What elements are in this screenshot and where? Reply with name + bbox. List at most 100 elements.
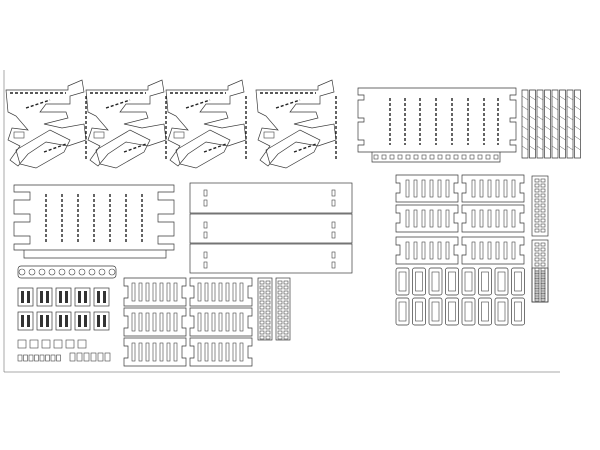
fin-notch <box>574 145 581 151</box>
mid-frame-slot <box>225 342 230 362</box>
panel-dash-mid <box>275 99 301 109</box>
chain-hole <box>108 268 116 276</box>
small-part-slot <box>65 291 68 303</box>
frame-tooth <box>429 154 435 160</box>
small-frame-slot <box>429 241 434 260</box>
fin-notch <box>566 135 574 141</box>
small-part-slot <box>78 315 81 327</box>
frame-tooth <box>445 154 451 160</box>
strip-hole <box>534 208 540 213</box>
small-frame-slot <box>421 209 426 228</box>
top-right-frame <box>357 87 517 163</box>
mid-frame-slot <box>138 342 143 362</box>
strip-hole <box>534 218 540 223</box>
cell-outline <box>428 267 443 296</box>
bottom-tab <box>69 352 76 362</box>
small-part <box>36 287 53 307</box>
mid-frame-slot <box>131 342 136 362</box>
strip-hole <box>534 295 540 300</box>
fin-notch <box>551 125 559 131</box>
bottom-block <box>29 339 39 349</box>
strip-hole <box>540 272 546 277</box>
small-frame <box>461 236 525 265</box>
mid-frame-slot <box>218 342 223 362</box>
small-frame-slot <box>471 241 476 260</box>
strip-hole <box>283 325 289 330</box>
strip-hole <box>534 242 540 247</box>
small-frame-slot <box>503 209 508 228</box>
panel-dash-low <box>203 143 227 153</box>
fin <box>529 89 536 159</box>
bottom-mid-frames <box>123 277 253 367</box>
mid-frame-slot <box>204 312 209 332</box>
small-part-slot <box>21 291 24 303</box>
mid-frame-outline <box>123 307 187 337</box>
strip-hole <box>265 315 271 320</box>
fin-notch <box>529 115 536 121</box>
panel-notch <box>93 131 105 139</box>
mid-frame-slot <box>239 282 244 302</box>
strip-hole <box>265 330 271 335</box>
panel-1 <box>5 79 87 169</box>
strip-hole <box>534 257 540 262</box>
cell-outline <box>428 297 443 326</box>
fin-notch <box>559 95 566 101</box>
cell <box>445 297 459 326</box>
board-slot <box>203 261 208 269</box>
strip-hole <box>277 305 283 310</box>
small-frame <box>461 174 525 203</box>
cell <box>478 267 492 296</box>
frame-tooth <box>397 154 403 160</box>
bottom-left-parts <box>17 265 117 362</box>
strip-hole <box>259 285 265 290</box>
small-part-slot <box>21 315 24 327</box>
strip-hole <box>283 305 289 310</box>
mid-frame-slot <box>159 282 164 302</box>
board-slot <box>331 231 336 239</box>
small-part-slot <box>40 291 43 303</box>
mid-frame-slot <box>152 312 157 332</box>
fin-notch <box>566 125 574 131</box>
strip-hole <box>540 282 546 287</box>
fin-notch <box>559 145 566 151</box>
small-part <box>93 311 110 331</box>
board-slot <box>331 189 336 197</box>
strip-hole <box>283 320 289 325</box>
fin-notch <box>566 145 574 151</box>
fin-notch <box>544 115 551 121</box>
fin-notch <box>574 125 581 131</box>
strip-hole <box>283 330 289 335</box>
fin <box>551 89 559 159</box>
mid-frame-slot <box>159 342 164 362</box>
strip-hole <box>540 188 546 193</box>
strip-hole <box>277 290 283 295</box>
mid-frame-slot <box>204 282 209 302</box>
frame-tooth <box>437 154 443 160</box>
bottom-tab <box>83 352 90 362</box>
fin-notch <box>551 115 559 121</box>
frame-tooth <box>413 154 419 160</box>
strip-hole <box>534 282 540 287</box>
mid-frame-slot <box>145 312 150 332</box>
strip-hole <box>534 247 540 252</box>
panel-dash-low <box>123 143 147 153</box>
strip-outline <box>275 277 291 341</box>
mid-frame-slot <box>197 342 202 362</box>
cell <box>428 267 443 296</box>
strip-hole <box>283 315 289 320</box>
cell <box>412 297 426 326</box>
middle-left-frame <box>13 184 175 259</box>
mid-frame-outline <box>123 277 187 307</box>
bottom-tab <box>34 354 39 362</box>
bottom-tab <box>90 352 97 362</box>
board-slot <box>331 251 336 259</box>
bottom-tab <box>28 354 34 362</box>
small-part-slot <box>97 291 100 303</box>
strip-hole <box>534 270 540 275</box>
mid-frame-slot <box>131 312 136 332</box>
strip-hole <box>540 223 546 228</box>
mid-frame-slot <box>211 282 216 302</box>
small-frame-slot <box>429 209 434 228</box>
strip-hole <box>277 325 283 330</box>
strip-hole <box>265 285 271 290</box>
